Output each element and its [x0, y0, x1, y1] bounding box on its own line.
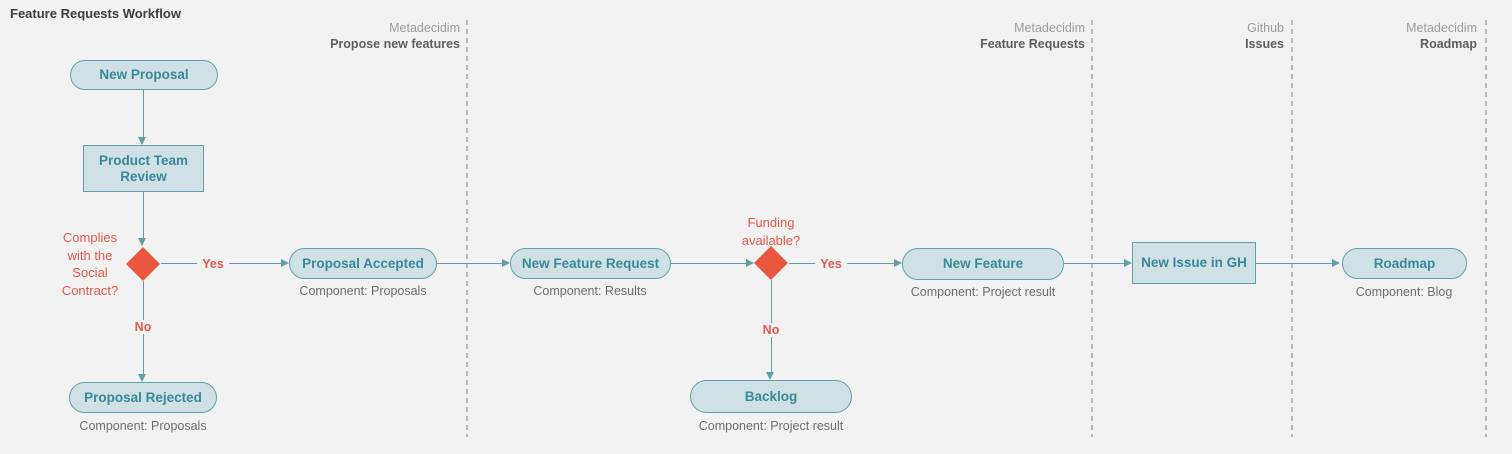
edge-newproposal-review-arrowhead — [138, 137, 146, 145]
node-label: New Issue in GH — [1141, 255, 1247, 270]
edge-newfeature-issue-line — [1064, 262, 1124, 264]
edge-no1-arrowhead — [138, 374, 146, 382]
node-new-issue-gh: New Issue in GH — [1132, 242, 1256, 284]
edge-newfeature-issue-arrowhead — [1124, 259, 1132, 267]
edge-issue-roadmap-line — [1256, 262, 1332, 264]
component-caption: Component: Proposals — [299, 284, 427, 298]
node-label: Proposal Rejected — [84, 389, 202, 405]
edge-label-yes2: Yes — [815, 257, 847, 271]
edge-review-decision-line — [142, 192, 144, 238]
lane-group-label: Metadecidim — [389, 21, 460, 35]
edge-issue-roadmap-arrowhead — [1332, 259, 1340, 267]
lane-name-label: Feature Requests — [980, 36, 1085, 51]
edge-accepted-nfr-arrowhead — [502, 259, 510, 267]
node-label: New Proposal — [99, 67, 189, 82]
component-caption: Component: Project result — [698, 419, 844, 433]
node-label: Backlog — [744, 388, 798, 404]
lane-group-label: Metadecidim — [1406, 21, 1477, 35]
node-label: New Feature — [942, 256, 1024, 271]
lane-group-label: Github — [1247, 21, 1284, 35]
edge-accepted-nfr-line — [437, 262, 502, 264]
lane-divider-2 — [1091, 20, 1093, 437]
component-caption: Component: Results — [533, 284, 647, 298]
node-new-proposal: New Proposal — [70, 60, 218, 90]
edge-no2-arrowhead — [766, 372, 774, 380]
lane-divider-3 — [1291, 20, 1293, 437]
node-backlog: Backlog — [690, 380, 852, 413]
lane-header-roadmap: Metadecidim Roadmap — [1257, 21, 1477, 52]
decision-funding-label: Funding available? — [741, 215, 801, 248]
component-caption: Component: Blog — [1355, 285, 1453, 299]
lane-divider-1 — [466, 20, 468, 437]
node-label: Product Team Review — [98, 152, 188, 184]
node-label: New Feature Request — [521, 255, 660, 271]
node-proposal-rejected: Proposal Rejected — [69, 382, 217, 413]
node-roadmap: Roadmap — [1342, 248, 1467, 279]
decision-social-contract-label: Complies with the Social Contract? — [61, 230, 119, 298]
lane-header-propose-new-features: Metadecidim Propose new features — [240, 21, 460, 52]
edge-nfr-funding-line — [671, 262, 746, 264]
node-product-team-review: Product Team Review — [83, 145, 204, 192]
component-caption: Component: Project result — [910, 285, 1056, 299]
node-label: Roadmap — [1373, 255, 1436, 271]
node-label: Proposal Accepted — [302, 255, 424, 271]
edge-nfr-funding-arrowhead — [746, 259, 754, 267]
node-new-feature-request: New Feature Request — [510, 248, 671, 279]
node-proposal-accepted: Proposal Accepted — [289, 248, 437, 279]
edge-label-no1: No — [129, 320, 157, 334]
decision-funding-diamond — [754, 246, 788, 280]
edge-yes1-arrowhead — [281, 259, 289, 267]
edge-newproposal-review-line — [142, 90, 144, 138]
lane-name-label: Propose new features — [330, 36, 460, 51]
decision-social-contract-diamond — [126, 247, 160, 281]
component-caption: Component: Proposals — [79, 419, 207, 433]
lane-name-label: Issues — [1245, 36, 1284, 51]
edge-label-yes1: Yes — [197, 257, 229, 271]
edge-yes2-arrowhead — [894, 259, 902, 267]
page-title: Feature Requests Workflow — [10, 6, 181, 21]
lane-group-label: Metadecidim — [1014, 21, 1085, 35]
node-new-feature: New Feature — [902, 248, 1064, 280]
edge-label-no2: No — [757, 323, 785, 337]
lane-header-github-issues: Github Issues — [1064, 21, 1284, 52]
lane-header-feature-requests: Metadecidim Feature Requests — [865, 21, 1085, 52]
lane-name-label: Roadmap — [1420, 36, 1477, 51]
edge-review-decision-arrowhead — [138, 238, 146, 246]
lane-divider-4 — [1485, 20, 1487, 437]
